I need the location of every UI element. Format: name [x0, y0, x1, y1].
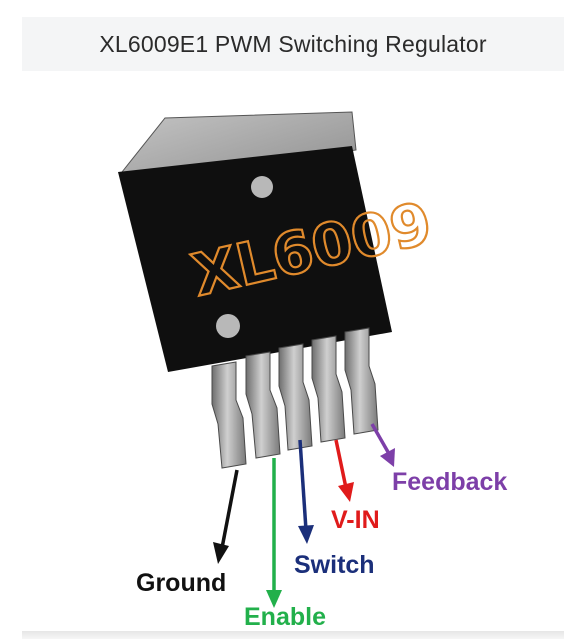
chip-pins: [211, 327, 379, 469]
arrow-ground: [213, 469, 239, 564]
pin-leg-vin: [311, 335, 346, 443]
pin-leg-switch: [278, 343, 313, 451]
chip-dimple-bottom: [216, 314, 240, 338]
pin-leg-ground: [211, 361, 247, 469]
pin-leg-enable: [245, 351, 281, 459]
title-bar: XL6009E1 PWM Switching Regulator: [22, 17, 564, 71]
arrow-feedback: [370, 423, 395, 467]
label-switch: Switch: [294, 551, 375, 579]
label-ground: Ground: [136, 569, 226, 597]
chip-package: XL6009: [118, 111, 439, 372]
label-feedback: Feedback: [392, 468, 507, 496]
arrow-switch: [298, 439, 314, 544]
label-vin: V-IN: [331, 506, 380, 534]
pin-arrows: [213, 423, 395, 608]
bottom-divider: [22, 631, 564, 639]
pin-labels: Ground Enable Switch V-IN Feedback: [136, 468, 507, 631]
chip-dimple-top: [251, 176, 273, 198]
arrow-vin: [334, 439, 354, 502]
arrow-enable: [266, 458, 282, 608]
page-title: XL6009E1 PWM Switching Regulator: [99, 30, 487, 57]
chip-body: [118, 146, 392, 372]
pin-leg-feedback: [344, 327, 379, 435]
label-enable: Enable: [244, 603, 326, 631]
